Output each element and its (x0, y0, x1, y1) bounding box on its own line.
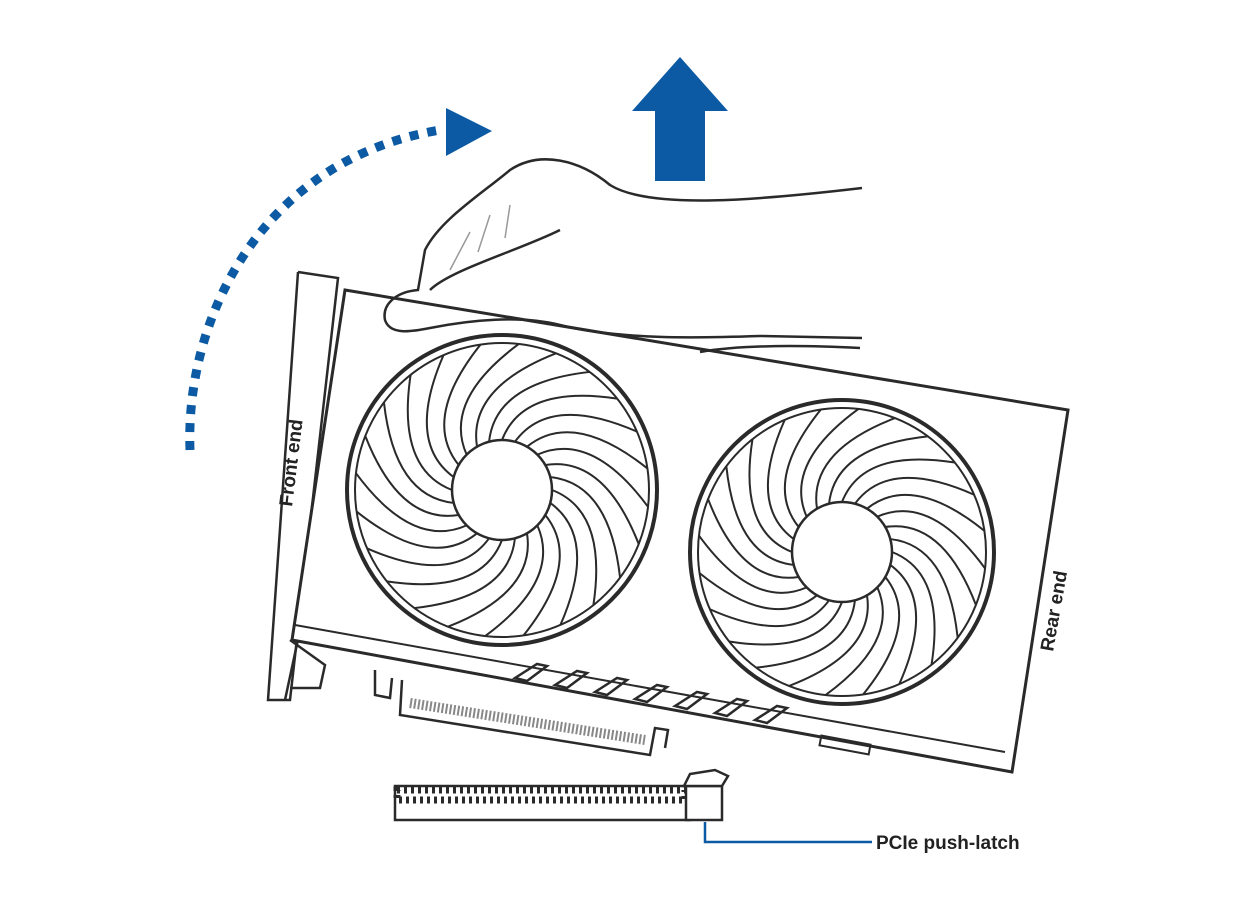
fan-blade (729, 601, 843, 646)
fan-blade (756, 600, 856, 669)
fan-blade (866, 493, 986, 532)
fan-blade (788, 595, 869, 687)
latch-callout-line (703, 822, 872, 844)
lift-up-arrow-icon (632, 57, 728, 181)
fan-blade (447, 533, 529, 628)
fan-blade (815, 417, 896, 509)
fan-hub (450, 438, 554, 542)
fan-inner-ring (354, 342, 650, 638)
pcie-gold-fingers (373, 670, 670, 757)
front-end-label: Front end (276, 418, 308, 508)
power-connector (818, 734, 872, 756)
fan-hub (790, 500, 894, 604)
fan-blade (514, 413, 638, 443)
fan-blade (854, 476, 975, 505)
pcie-push-latch (681, 768, 730, 822)
fan-blade (709, 599, 830, 628)
vent-slot (591, 676, 630, 697)
card-vents (511, 662, 790, 725)
fan-blade (891, 551, 936, 665)
fan-left (345, 333, 659, 647)
fan-blade (824, 586, 884, 696)
fan-blade (382, 402, 454, 504)
fan-blade (488, 370, 590, 442)
fan-blade (885, 525, 977, 606)
fan-blade (876, 510, 986, 570)
fan-blade (707, 498, 799, 579)
fan-blade (414, 538, 516, 610)
fan-blade (766, 419, 795, 540)
fan-blade (698, 534, 808, 594)
fan-blade (443, 343, 482, 466)
fan-blade (828, 435, 928, 504)
fan-blade (425, 354, 455, 478)
fan-blade (459, 343, 520, 456)
fan-blade (526, 431, 649, 470)
fan-blade (536, 447, 649, 508)
fan-right (688, 398, 996, 706)
fan-blade (841, 458, 955, 503)
rotation-arrowhead-icon (446, 108, 492, 156)
fan-blade (725, 466, 794, 566)
fan-blade (551, 489, 598, 606)
hand-illustration (383, 158, 863, 354)
fan-blade (549, 502, 579, 626)
fan-blade (406, 374, 453, 491)
fan-inner-ring (697, 407, 987, 697)
fan-blade (862, 576, 901, 696)
fan-blade (783, 408, 822, 528)
fan-blade (355, 510, 478, 549)
fan-blade (698, 572, 818, 611)
fan-blade (545, 463, 640, 545)
fan-blade (475, 352, 557, 447)
fan-blade (522, 514, 561, 637)
vent-slot (551, 669, 590, 690)
vent-slot (711, 697, 750, 718)
pcie-push-latch-label: PCIe push-latch (876, 833, 1020, 854)
fan-blade (386, 539, 503, 586)
pcie-slot (393, 784, 692, 822)
fan-blade (748, 439, 793, 553)
fan-blade (364, 435, 459, 517)
rotation-arc (185, 125, 441, 451)
fan-blade (889, 564, 918, 685)
fan-blade (550, 476, 622, 578)
vent-slot (671, 690, 710, 711)
vent-slot (511, 662, 550, 683)
fan-blade (366, 537, 490, 567)
fan-blade (800, 408, 860, 518)
fan-blade (890, 538, 959, 638)
fan-blade (501, 394, 618, 441)
vent-slot (751, 704, 790, 725)
vent-slot (631, 683, 670, 704)
fan-blade (484, 524, 545, 637)
fan-blade (355, 472, 468, 533)
